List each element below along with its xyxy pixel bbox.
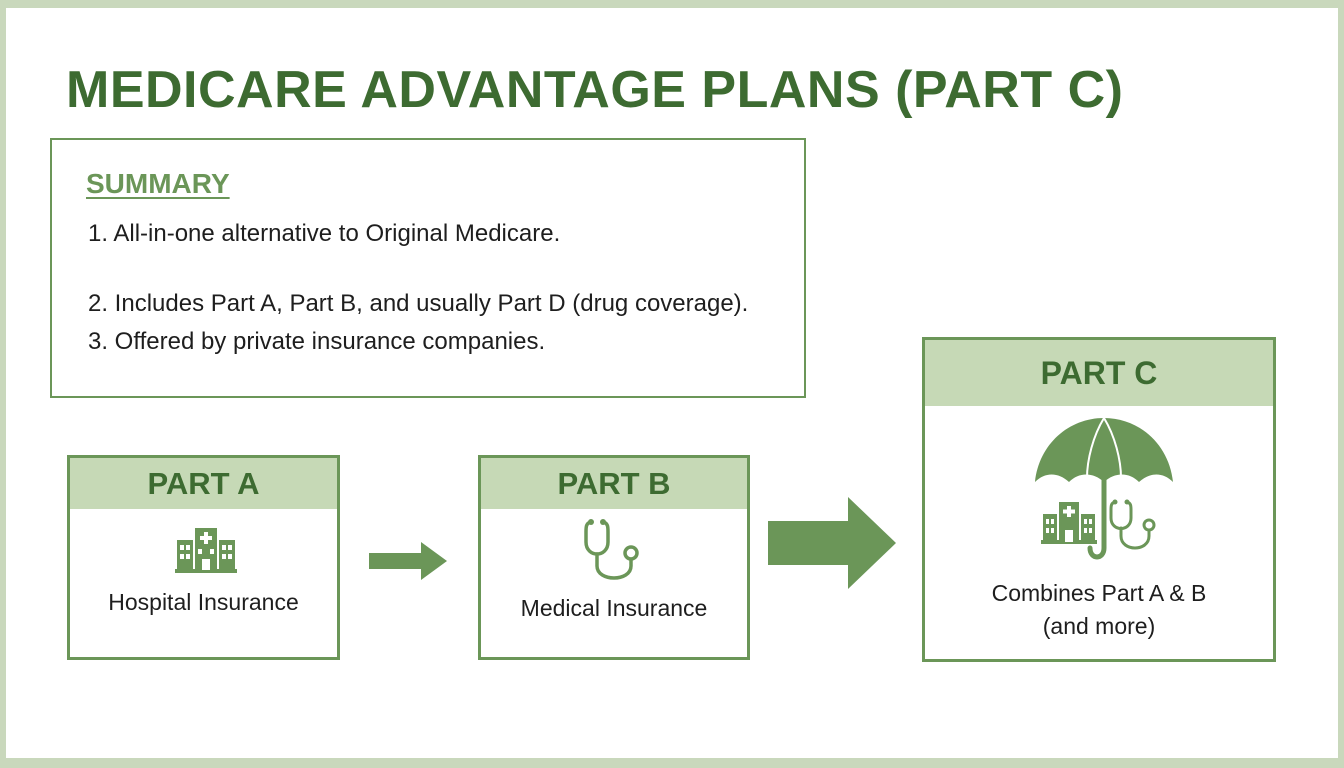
part-a-card: PART A Hospital Insurance <box>67 455 340 660</box>
arrow-b-to-c <box>768 497 896 589</box>
part-a-title: PART A <box>70 458 337 509</box>
arrow-a-to-b <box>369 542 447 580</box>
summary-item-2: 2. Includes Part A, Part B, and usually … <box>88 290 749 317</box>
part-b-label: Medical Insurance <box>520 595 708 621</box>
page-title: MEDICARE ADVANTAGE PLANS (PART C) <box>66 61 1124 119</box>
hospital-icon <box>175 528 237 573</box>
part-b-card: PART B Medical Insurance <box>478 455 750 660</box>
part-a-label: Hospital Insurance <box>108 589 299 615</box>
part-c-label-line2: (and more) <box>1042 613 1156 639</box>
summary-heading: SUMMARY <box>86 168 230 199</box>
part-c-title: PART C <box>925 340 1273 406</box>
part-b-title: PART B <box>481 458 747 509</box>
summary-item-1: 1. All-in-one alternative to Original Me… <box>88 220 561 247</box>
part-c-label-line1: Combines Part A & B <box>991 580 1207 606</box>
summary-item-3: 3. Offered by private insurance companie… <box>88 328 546 355</box>
stethoscope-icon <box>584 519 639 580</box>
summary-box: SUMMARY 1. All-in-one alternative to Ori… <box>50 138 806 398</box>
umbrella-coverage-icon <box>1035 417 1173 560</box>
slide: MEDICARE ADVANTAGE PLANS (PART C) SUMMAR… <box>6 8 1338 758</box>
part-c-card: PART C <box>922 337 1276 662</box>
